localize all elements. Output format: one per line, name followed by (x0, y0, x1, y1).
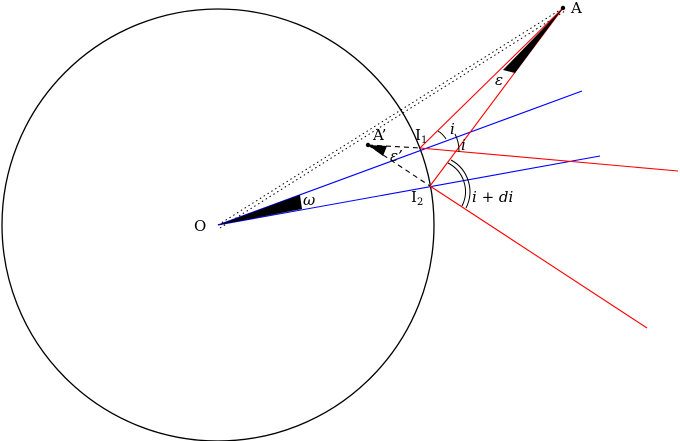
sphere-circle (1, 8, 435, 441)
angle-arc-i-lower (454, 133, 460, 153)
label-o: O (194, 217, 206, 235)
label-epsilon-prime: ε’ (390, 147, 403, 165)
label-i2-base: I (411, 188, 417, 206)
point-a-prime (365, 142, 371, 148)
normal-line-i1 (217, 90, 583, 226)
label-i-upper: i (450, 120, 455, 138)
label-i-lower: i (461, 136, 466, 154)
label-i1-base: I (415, 126, 421, 144)
refracted-ray-i1 (419, 147, 679, 172)
label-i2-subscript: 2 (417, 197, 423, 208)
angle-arc-i-plus-di-inner (447, 162, 466, 207)
dotted-line-o-a-lower (219, 10, 566, 229)
refracted-ray-i2 (429, 185, 648, 329)
label-epsilon: ε (495, 71, 503, 89)
incident-ray-a-i1 (419, 7, 564, 149)
omega-wedge (218, 195, 302, 225)
epsilon-wedge (503, 8, 563, 73)
label-a-prime: A’ (372, 126, 386, 144)
normal-line-i2 (217, 155, 601, 226)
label-a: A (570, 0, 582, 17)
epsilon-prime-wedge (368, 145, 387, 156)
dotted-line-o-a-upper (217, 7, 564, 226)
label-i-plus-di: i + di (472, 188, 514, 206)
label-omega: ω (303, 191, 315, 209)
angle-arc-i-plus-di-outer (450, 159, 471, 209)
label-i1-subscript: 1 (421, 135, 427, 146)
point-a (560, 5, 566, 11)
angle-arc-i-upper (437, 130, 447, 140)
label-i1: I1 (415, 126, 427, 146)
label-i2: I2 (411, 188, 423, 208)
